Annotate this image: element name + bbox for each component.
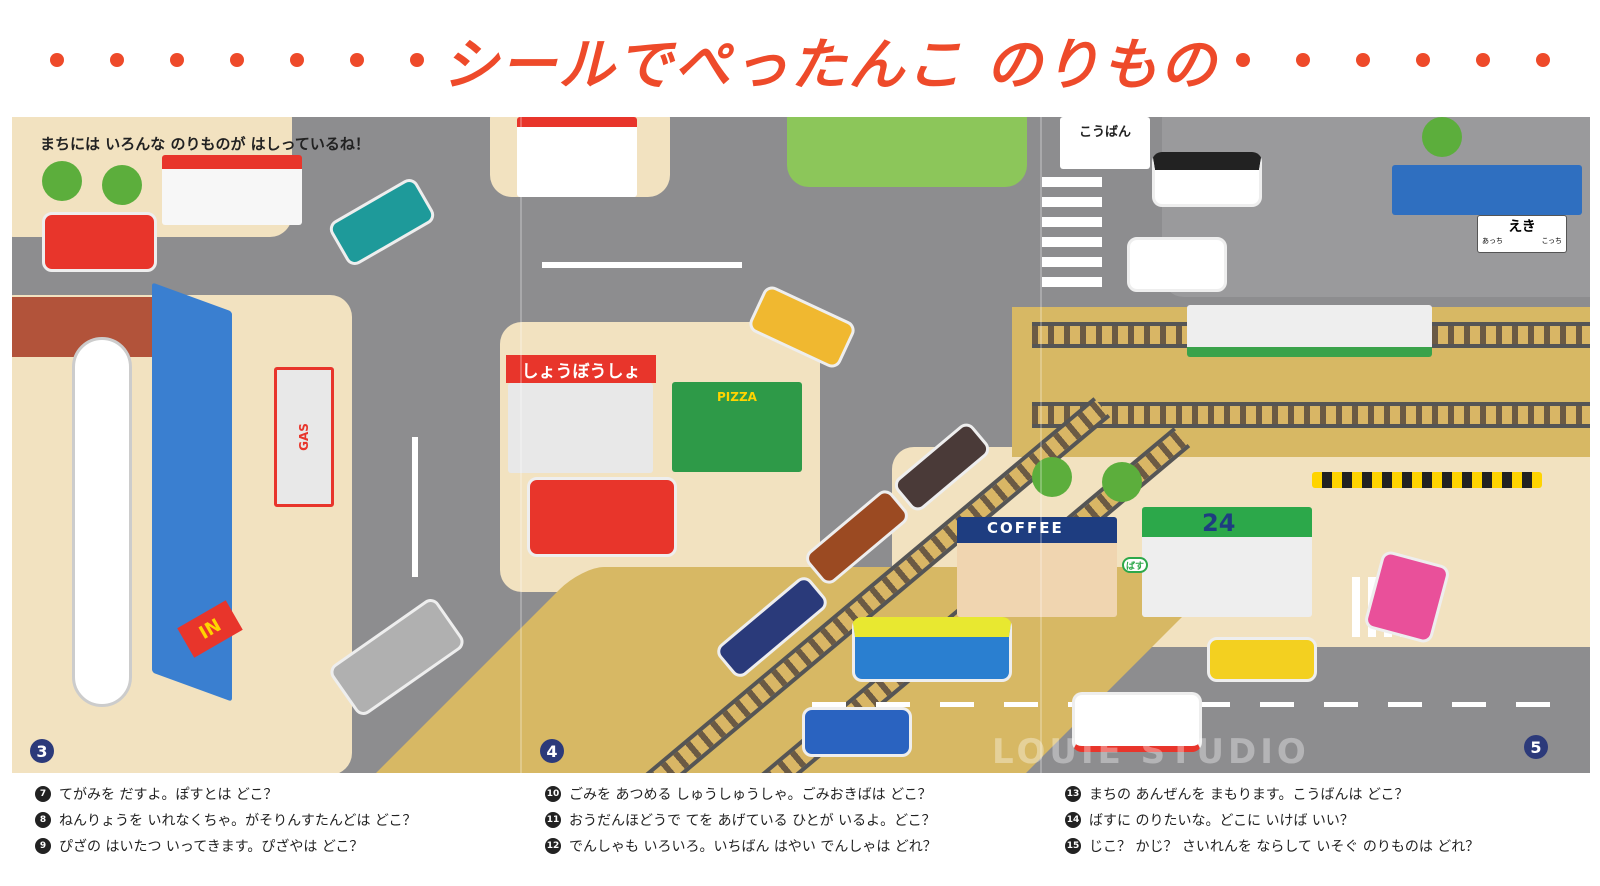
post-office xyxy=(162,155,302,225)
teal-car xyxy=(326,175,438,269)
station-sign: えき あっち こっち xyxy=(1477,215,1567,253)
fire-engine xyxy=(527,477,677,557)
koban-label: こうばん xyxy=(1078,125,1131,140)
question-number: 9 xyxy=(35,838,51,854)
page-number: 5 xyxy=(1524,735,1548,759)
page-fold xyxy=(520,117,522,773)
question-item: 14 ばすに のりたいな。どこに いけば いい？ xyxy=(1065,810,1479,830)
town-map-illustration: まちには いろんな のりものが はしっているね！ こうばん えき あっちこっち … xyxy=(12,117,1590,773)
question-text: おうだんほどうで てを あげている ひとが いるよ。どこ？ xyxy=(569,813,936,829)
house xyxy=(517,117,637,197)
question-number: 11 xyxy=(545,812,561,828)
questions-area: 7 てがみを だすよ。ぽすとは どこ？ 8 ねんりょうを いれなくちゃ。がそりんすた… xyxy=(0,778,1600,886)
station-left-label: あっち xyxy=(1482,237,1503,245)
tree xyxy=(102,165,142,205)
coffee-label: COFFEE xyxy=(987,519,1064,537)
question-number: 14 xyxy=(1065,812,1081,828)
rail-track xyxy=(1032,402,1590,428)
question-item: 10 ごみを あつめる しゅうしゅうしゃ。ごみおきばは どこ？ xyxy=(545,784,937,804)
question-text: ごみを あつめる しゅうしゅうしゃ。ごみおきばは どこ？ xyxy=(569,787,932,803)
question-item: 15 じこ？ かじ？ さいれんを ならして いそぐ のりものは どれ？ xyxy=(1065,836,1479,856)
station-label: えき xyxy=(1508,219,1536,235)
road-marking xyxy=(412,437,418,577)
pizza-label: PIZZA xyxy=(717,390,757,404)
dot-row-left xyxy=(50,53,425,67)
page-number: 3 xyxy=(30,739,54,763)
fire-station-sign: しょうぼうしょ xyxy=(506,355,656,383)
commuter-train xyxy=(1187,305,1432,357)
question-text: ねんりょうを いれなくちゃ。がそりんすたんどは どこ？ xyxy=(59,813,417,829)
police-box: こうばん xyxy=(1060,117,1150,169)
question-item: 13 まちの あんぜんを まもります。こうばんは どこ？ xyxy=(1065,784,1479,804)
tree xyxy=(42,161,82,201)
question-text: まちの あんぜんを まもります。こうばんは どこ？ xyxy=(1089,787,1409,803)
question-number: 12 xyxy=(545,838,561,854)
tree xyxy=(1422,117,1462,157)
question-text: でんしゃも いろいろ。いちばん はやい でんしゃは どれ？ xyxy=(569,839,937,855)
dot-row-right xyxy=(1235,53,1550,67)
question-item: 9 ぴざの はいたつ いってきます。ぴざやは どこ？ xyxy=(35,836,417,856)
question-text: ばすに のりたいな。どこに いけば いい？ xyxy=(1089,813,1354,829)
question-item: 12 でんしゃも いろいろ。いちばん はやい でんしゃは どれ？ xyxy=(545,836,937,856)
yellow-sports-car xyxy=(1207,637,1317,682)
question-number: 15 xyxy=(1065,838,1081,854)
tree xyxy=(1102,462,1142,502)
question-column: 7 てがみを だすよ。ぽすとは どこ？ 8 ねんりょうを いれなくちゃ。がそりんすた… xyxy=(35,784,417,856)
light-truck xyxy=(1127,237,1227,292)
question-column: 13 まちの あんぜんを まもります。こうばんは どこ？ 14 ばすに のりたいな。… xyxy=(1065,784,1479,856)
bus-stop-sign: ばす xyxy=(1122,557,1148,573)
question-text: てがみを だすよ。ぽすとは どこ？ xyxy=(59,787,278,803)
question-item: 11 おうだんほどうで てを あげている ひとが いるよ。どこ？ xyxy=(545,810,937,830)
ambulance xyxy=(1072,692,1202,752)
station-roof xyxy=(1392,165,1582,215)
coffee-shop: COFFEE xyxy=(957,517,1117,617)
page-number: 4 xyxy=(540,739,564,763)
gas-label: GAS xyxy=(297,423,311,451)
question-item: 7 てがみを だすよ。ぽすとは どこ？ xyxy=(35,784,417,804)
question-item: 8 ねんりょうを いれなくちゃ。がそりんすたんどは どこ？ xyxy=(35,810,417,830)
question-text: ぴざの はいたつ いってきます。ぴざやは どこ？ xyxy=(59,839,364,855)
question-number: 13 xyxy=(1065,786,1081,802)
fire-station xyxy=(508,383,653,473)
question-number: 10 xyxy=(545,786,561,802)
park-block xyxy=(787,117,1027,187)
pizza-shop: PIZZA xyxy=(672,382,802,472)
convenience-store: 24 xyxy=(1142,507,1312,617)
page-header: シールでぺったんこ のりもの xyxy=(0,20,1600,100)
blue-car xyxy=(802,707,912,757)
question-number: 8 xyxy=(35,812,51,828)
crosswalk xyxy=(1042,177,1102,297)
road-marking xyxy=(542,262,742,268)
question-number: 7 xyxy=(35,786,51,802)
police-car xyxy=(1152,152,1262,207)
page-fold xyxy=(1040,117,1042,773)
question-text: じこ？ かじ？ さいれんを ならして いそぐ のりものは どれ？ xyxy=(1089,839,1480,855)
tanker-truck: GAS xyxy=(274,367,334,507)
bullet-train xyxy=(72,337,132,707)
question-column: 10 ごみを あつめる しゅうしゅうしゃ。ごみおきばは どこ？ 11 おうだんほどう… xyxy=(545,784,937,856)
bus xyxy=(852,617,1012,682)
tree xyxy=(1032,457,1072,497)
store-label: 24 xyxy=(1202,509,1236,537)
map-caption: まちには いろんな のりものが はしっているね！ xyxy=(40,135,370,153)
watermark: LOUIE STUDIO xyxy=(992,732,1310,772)
mail-truck xyxy=(42,212,157,272)
railway-crossing-barrier xyxy=(1312,472,1542,488)
station-right-label: こっち xyxy=(1541,237,1562,245)
page-title: シールでぺったんこ のりもの xyxy=(442,32,1218,98)
